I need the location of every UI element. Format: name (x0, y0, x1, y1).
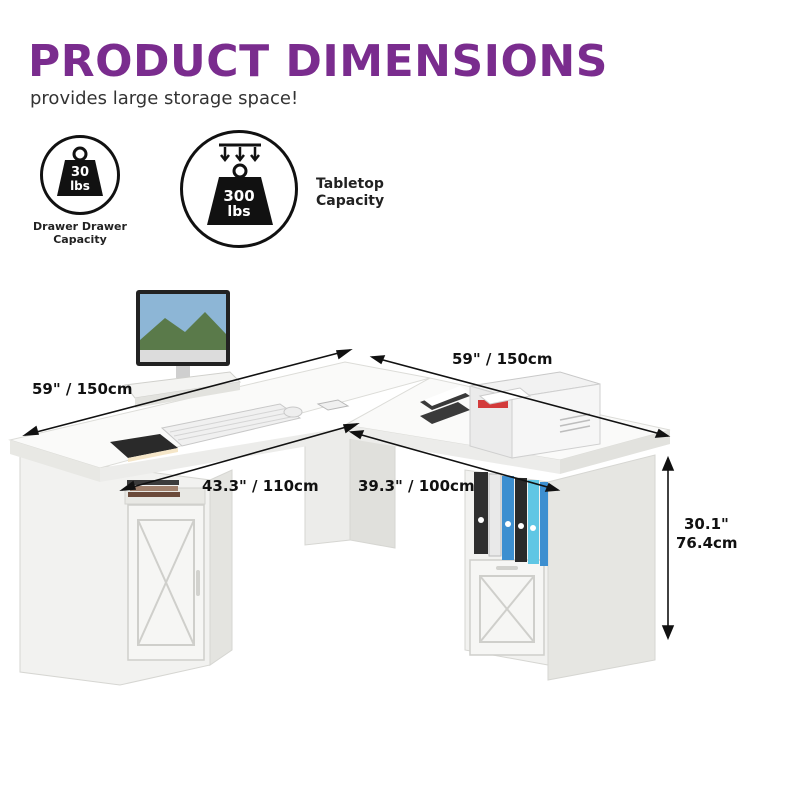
tabletop-capacity-label: Tabletop Capacity (316, 176, 384, 210)
l-shaped-desk-illustration (8, 290, 675, 686)
right-desktop-front-edge (345, 425, 560, 474)
monitor (136, 290, 230, 378)
left-depth-dimension: 43.3" / 110cm (202, 477, 319, 495)
left-width-dimension: 59" / 150cm (32, 380, 133, 398)
height-dimension-inches: 30.1" (684, 515, 729, 533)
tabletop-weight-icon (207, 143, 273, 225)
mouse (283, 406, 303, 418)
dimension-lines (22, 348, 675, 641)
left-desktop-edge (10, 440, 100, 482)
monitor-riser-front (135, 382, 240, 408)
left-door-x-panel (137, 519, 195, 646)
left-cabinet-side (209, 469, 233, 666)
notebook (110, 434, 178, 462)
drawer-capacity-badge: 30 lbs (40, 135, 120, 215)
keyboard (160, 403, 302, 447)
tabletop-capacity-unit: lbs (227, 204, 251, 220)
right-drawer-handle (496, 566, 518, 570)
drawer-capacity-value: 30 (70, 165, 90, 180)
height-dimension-cm: 76.4cm (676, 534, 738, 552)
printer (469, 371, 601, 459)
weight-icon (57, 146, 103, 196)
phone (316, 399, 350, 411)
right-depth-dimension: 39.3" / 100cm (358, 477, 475, 495)
tabletop-capacity-label-line1: Tabletop (316, 176, 384, 192)
stacked-books (127, 480, 180, 497)
tabletop-capacity-badge: 300 lbs (180, 130, 298, 248)
left-door-handle (196, 570, 200, 596)
right-desktop-side-edge (560, 430, 670, 474)
right-width-dimension: 59" / 150cm (452, 350, 553, 368)
letter-tray (420, 386, 470, 424)
tabletop-capacity-value: 300 (223, 187, 255, 205)
right-drawer-x-panel (479, 575, 535, 643)
page-subtitle: provides large storage space! (30, 88, 299, 109)
drawer-capacity-label-line1: Drawer Drawer (33, 220, 127, 233)
drawer-capacity-label: Drawer Drawer Capacity (20, 220, 140, 246)
left-desktop-front-edge (100, 425, 360, 482)
page-title: PRODUCT DIMENSIONS (28, 36, 608, 87)
drawer-capacity-unit: lbs (70, 179, 90, 193)
drawer-capacity-label-line2: Capacity (53, 233, 107, 246)
file-binders (474, 472, 548, 566)
tabletop-capacity-label-line2: Capacity (316, 193, 385, 209)
right-cabinet-side (547, 454, 656, 681)
